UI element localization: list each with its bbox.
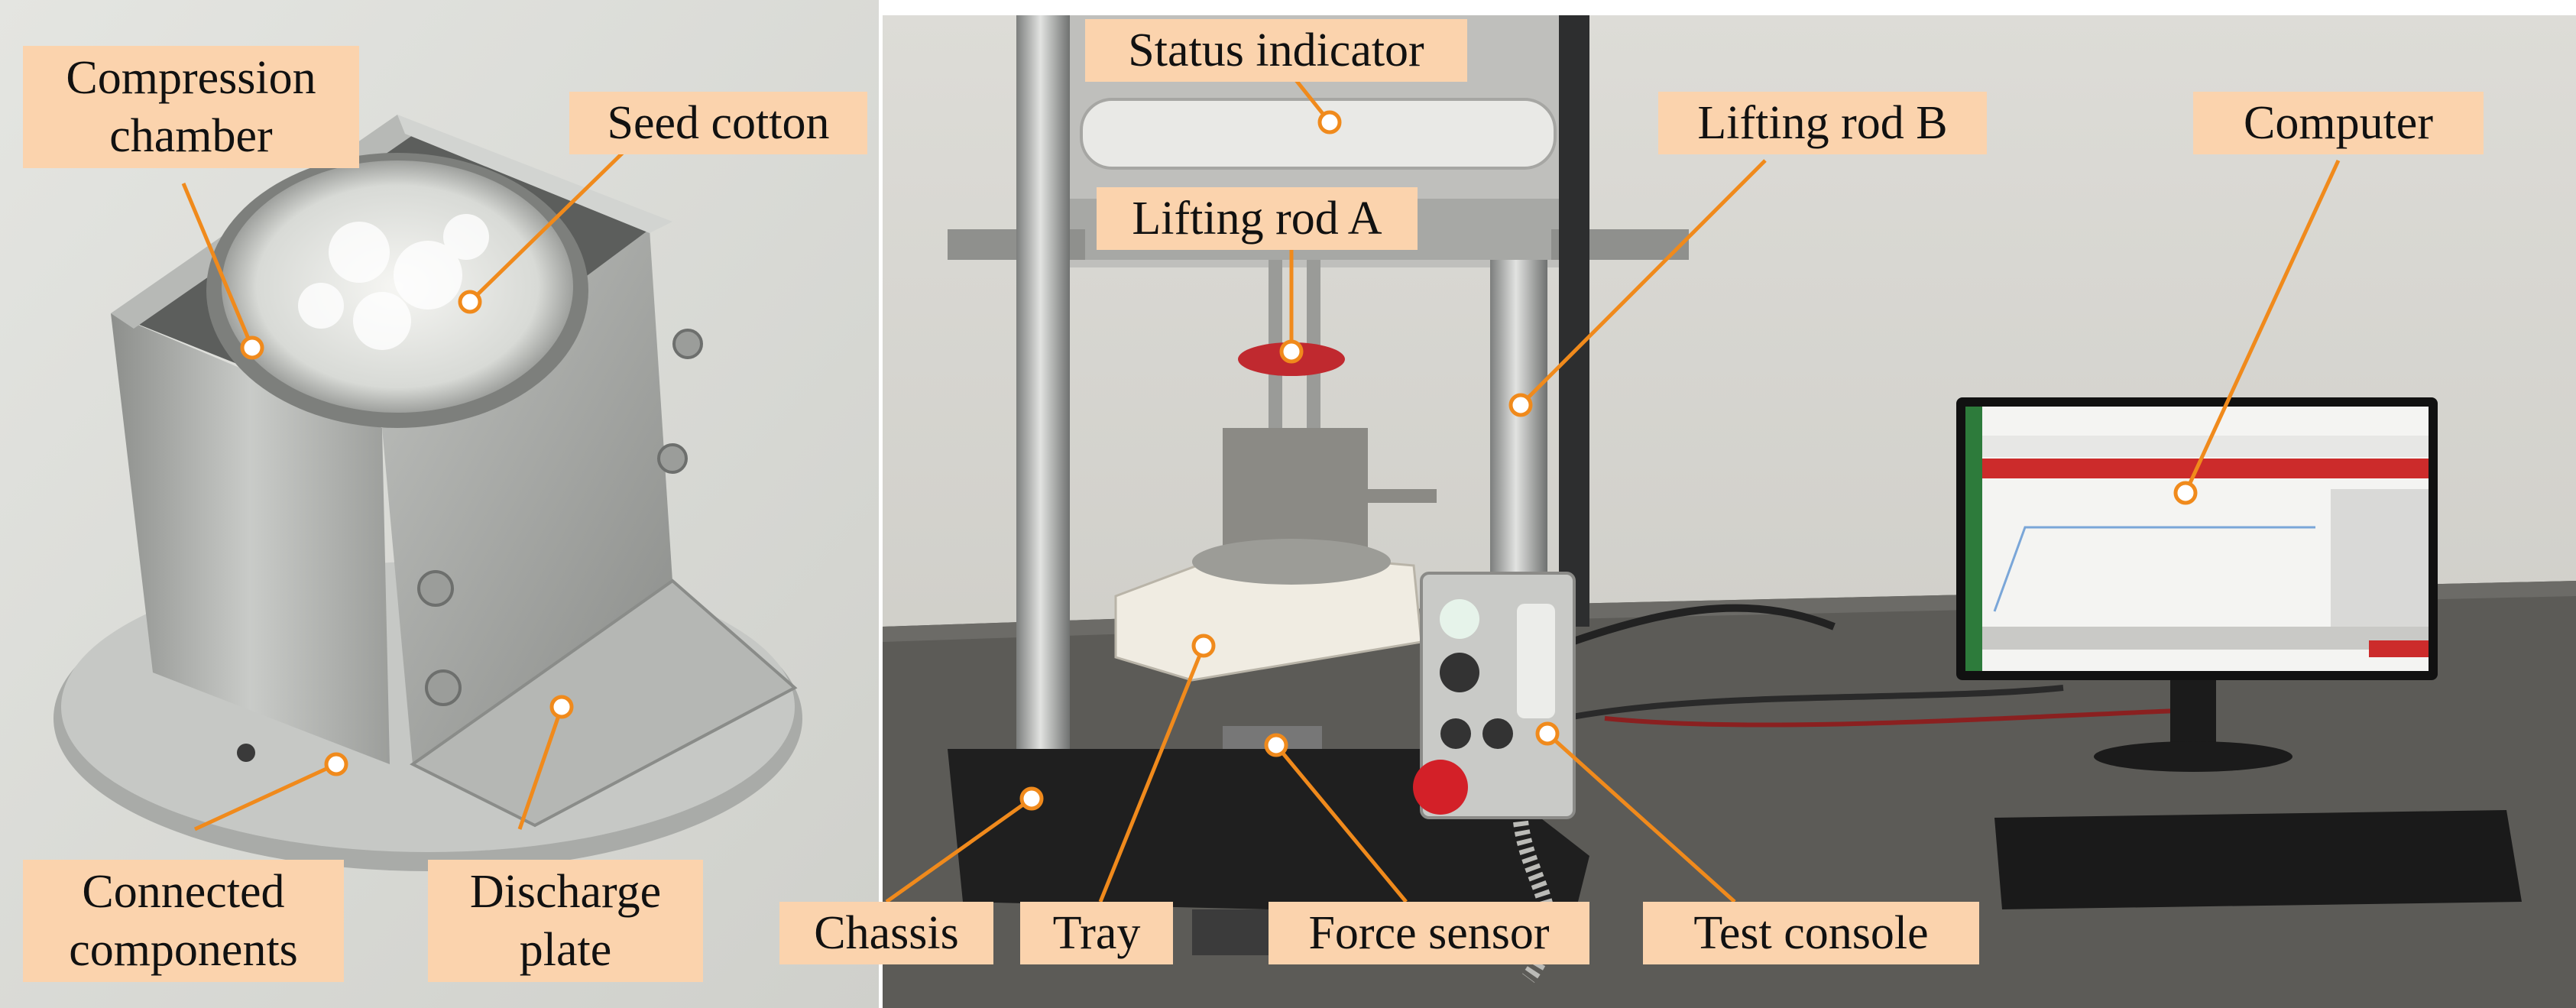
left-photo [0,0,879,1008]
label-compression-chamber: Compression chamber [23,46,359,168]
label-computer: Computer [2193,92,2484,154]
label-test-console: Test console [1643,902,1979,964]
label-seed-cotton: Seed cotton [569,92,867,154]
label-force-sensor: Force sensor [1269,902,1589,964]
label-lifting-rod-b: Lifting rod B [1658,92,1987,154]
label-status-indicator: Status indicator [1085,19,1467,82]
label-connected-components: Connected components [23,860,344,982]
leader-lifting-rod-b [1519,159,1767,407]
leader-connected-components [193,762,338,831]
leader-force-sensor [1275,744,1408,903]
leader-discharge-plate [517,706,564,830]
label-chassis: Chassis [779,902,993,964]
label-tray: Tray [1020,902,1173,964]
label-lifting-rod-a: Lifting rod A [1097,187,1418,250]
right-photo [883,15,2576,1008]
leader-dots [240,110,2198,811]
label-discharge-plate: Discharge plate [428,860,703,982]
leader-lines [181,63,2341,904]
leader-chassis [885,796,1033,904]
leader-seed-cotton [468,147,628,303]
leader-test-console [1546,732,1736,903]
leader-compression-chamber [181,183,254,348]
leader-tray [1098,645,1206,903]
leader-computer [2183,159,2341,494]
